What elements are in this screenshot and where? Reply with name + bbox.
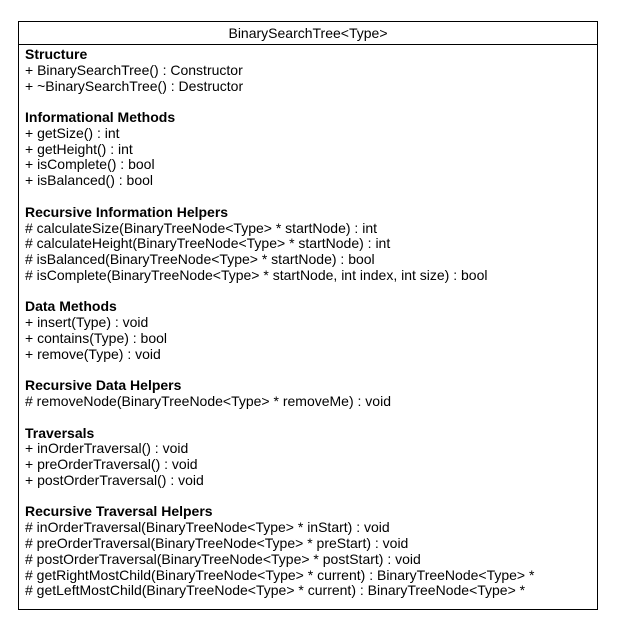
member: + inOrderTraversal() : void [25, 440, 189, 457]
uml-class-box: BinarySearchTree<Type> Structure + Binar… [18, 21, 598, 610]
section-traversals: Traversals + inOrderTraversal() : void +… [25, 424, 597, 489]
member: + getSize() : int [25, 124, 120, 141]
class-name: BinarySearchTree<Type> [19, 22, 597, 45]
section-recursive-information-helpers: Recursive Information Helpers # calculat… [25, 203, 597, 284]
member: + ~BinarySearchTree() : Destructor [25, 77, 244, 94]
section-data-methods: Data Methods + insert(Type) : void + con… [25, 299, 597, 362]
section-heading: Recursive Information Helpers [25, 203, 229, 220]
member: # inOrderTraversal(BinaryTreeNode<Type> … [25, 519, 390, 536]
member: # calculateSize(BinaryTreeNode<Type> * s… [25, 219, 377, 236]
member: + isBalanced() : bool [25, 172, 154, 189]
member: + remove(Type) : void [25, 345, 161, 362]
member: # getLeftMostChild(BinaryTreeNode<Type> … [25, 582, 526, 599]
member: + contains(Type) : bool [25, 330, 168, 347]
section-heading: Traversals [25, 424, 95, 441]
member: # postOrderTraversal(BinaryTreeNode<Type… [25, 550, 421, 567]
section-heading: Informational Methods [25, 109, 176, 126]
section-heading: Structure [25, 46, 88, 62]
member: + BinarySearchTree() : Constructor [25, 61, 243, 78]
section-heading: Data Methods [25, 298, 117, 315]
member: + isComplete() : bool [25, 156, 155, 173]
member: # isBalanced(BinaryTreeNode<Type> * star… [25, 251, 375, 268]
member: # isComplete(BinaryTreeNode<Type> * star… [25, 266, 488, 283]
section-recursive-data-helpers: Recursive Data Helpers # removeNode(Bina… [25, 377, 597, 410]
member: + getHeight() : int [25, 140, 133, 157]
section-structure: Structure + BinarySearchTree() : Constru… [25, 46, 597, 94]
class-members: Structure + BinarySearchTree() : Constru… [19, 45, 597, 599]
member: + insert(Type) : void [25, 314, 149, 331]
member: # preOrderTraversal(BinaryTreeNode<Type>… [25, 535, 409, 552]
member: + preOrderTraversal() : void [25, 456, 198, 473]
section-recursive-traversal-helpers: Recursive Traversal Helpers # inOrderTra… [25, 504, 597, 599]
section-heading: Recursive Data Helpers [25, 377, 182, 394]
section-informational-methods: Informational Methods + getSize() : int … [25, 109, 597, 189]
member: # removeNode(BinaryTreeNode<Type> * remo… [25, 393, 391, 410]
member: # getRightMostChild(BinaryTreeNode<Type>… [25, 566, 535, 583]
member: + postOrderTraversal() : void [25, 471, 204, 488]
section-heading: Recursive Traversal Helpers [25, 503, 213, 520]
member: # calculateHeight(BinaryTreeNode<Type> *… [25, 235, 391, 252]
